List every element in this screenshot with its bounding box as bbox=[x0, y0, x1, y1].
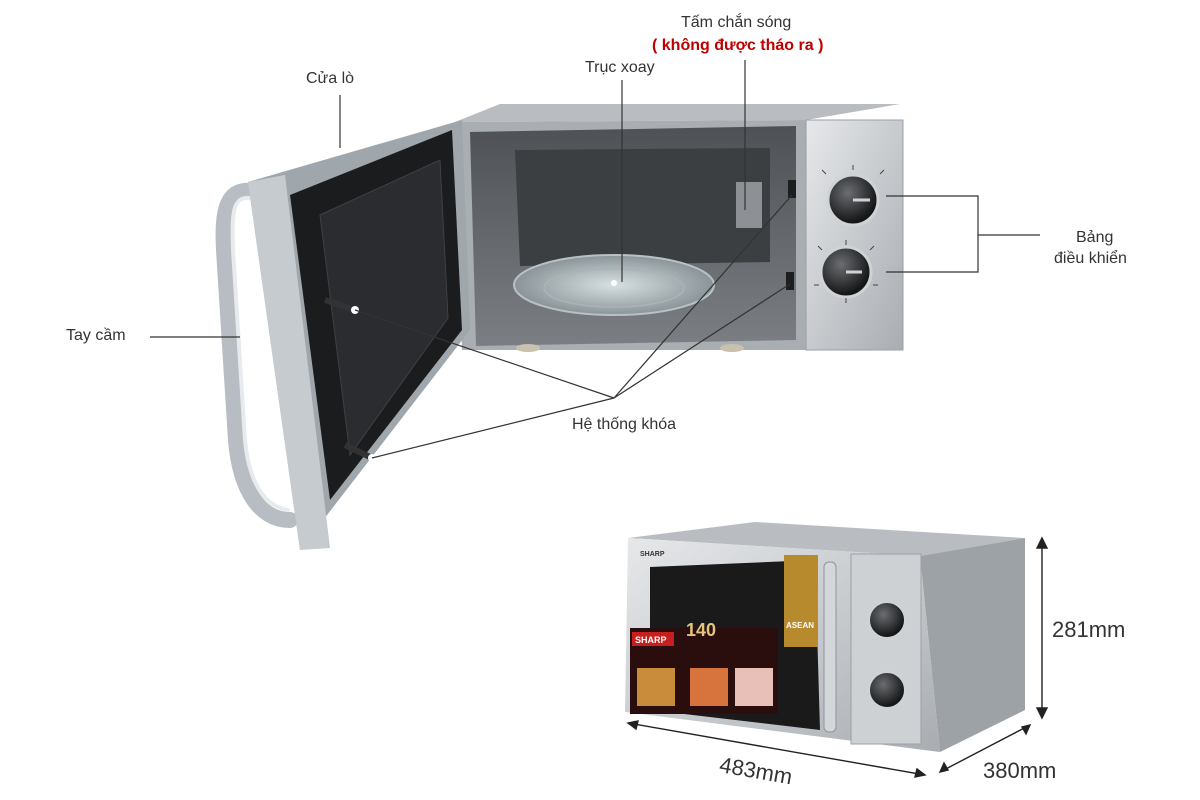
label-waveguide-title: Tấm chắn sóng bbox=[681, 14, 792, 31]
label-door: Cửa lò bbox=[306, 70, 355, 87]
dim-width-line bbox=[627, 722, 926, 776]
closed-timer-knob bbox=[868, 671, 906, 709]
door-handle-highlight bbox=[230, 195, 290, 512]
cavity-back-wall bbox=[515, 148, 770, 266]
food-photo-2 bbox=[690, 668, 728, 706]
microwave-top bbox=[455, 104, 900, 122]
turntable-center bbox=[611, 280, 617, 286]
control-panel bbox=[805, 119, 904, 351]
open-microwave bbox=[215, 104, 904, 550]
label-waveguide-note: ( không được tháo ra ) bbox=[652, 37, 824, 54]
dim-height-arrow-a bbox=[1035, 536, 1049, 549]
dimension-lines bbox=[626, 536, 1049, 778]
door-handle bbox=[215, 182, 298, 528]
closed-handle bbox=[823, 561, 837, 733]
closed-panel bbox=[850, 553, 922, 745]
leader-control-panel bbox=[886, 195, 979, 273]
waveguide-cover bbox=[736, 182, 762, 228]
dim-depth-arrow-a bbox=[938, 761, 950, 774]
dim-width-arrow-b bbox=[914, 767, 927, 778]
label-handle: Tay cầm bbox=[66, 327, 126, 344]
closed-microwave: SHARP 140 ASEAN SHARP bbox=[625, 522, 1025, 752]
door-mesh bbox=[319, 159, 449, 457]
foot-right bbox=[720, 344, 744, 352]
dim-depth-line bbox=[939, 724, 1031, 773]
latch-hole-top bbox=[788, 180, 796, 198]
dim-depth-arrow-b bbox=[1020, 723, 1032, 736]
asean-badge bbox=[784, 555, 818, 647]
closed-side bbox=[920, 538, 1025, 752]
label-turntable: Trục xoay bbox=[585, 59, 655, 76]
label-lock-system: Hệ thống khóa bbox=[572, 416, 677, 433]
sharp-logo-text: SHARP bbox=[635, 635, 667, 645]
foot-left bbox=[516, 344, 540, 352]
dimension-depth: 380mm bbox=[983, 758, 1057, 783]
closed-top bbox=[628, 522, 1025, 556]
turntable-ring bbox=[543, 268, 685, 308]
label-control-panel-line1: Bảng bbox=[1076, 229, 1114, 246]
door-side-panel bbox=[248, 175, 330, 550]
leader-lock-1 bbox=[354, 309, 615, 399]
leader-lines bbox=[150, 60, 1040, 459]
leader-lock-4 bbox=[613, 283, 791, 399]
asean-badge-text: ASEAN bbox=[786, 621, 814, 630]
knob-scales bbox=[814, 165, 885, 303]
food-photo-1 bbox=[637, 668, 675, 706]
food-photo-3 bbox=[735, 668, 773, 706]
latch-hole-bottom bbox=[786, 272, 794, 290]
closed-power-knob bbox=[868, 601, 906, 639]
dim-height-arrow-b bbox=[1035, 707, 1049, 720]
closed-front-logo: SHARP bbox=[640, 551, 665, 558]
leader-lock-3 bbox=[613, 194, 793, 399]
leader-lock-2 bbox=[371, 397, 615, 459]
sharp-logo-box bbox=[632, 632, 674, 646]
dim-width-arrow-a bbox=[626, 720, 639, 731]
label-control-panel-line2: điều khiển bbox=[1054, 250, 1127, 267]
dimension-height: 281mm bbox=[1052, 617, 1126, 642]
badge-140: 140 bbox=[686, 620, 716, 640]
